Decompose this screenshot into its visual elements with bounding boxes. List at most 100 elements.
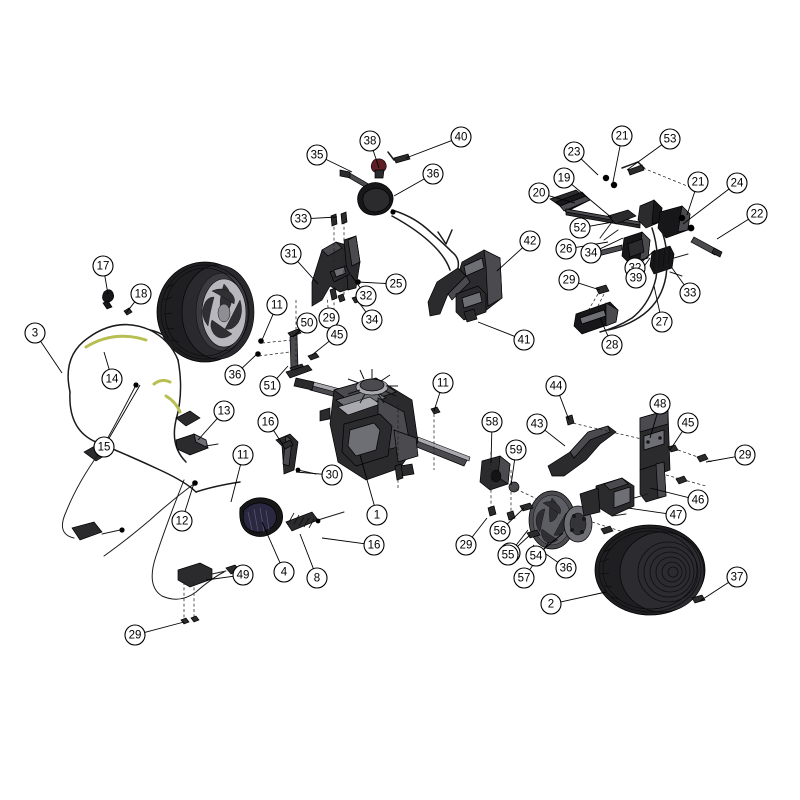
callout-circle[interactable] <box>359 130 381 152</box>
callout-circle[interactable] <box>734 444 756 466</box>
callout-36[interactable]: 36 <box>555 557 577 579</box>
callout-circle[interactable] <box>232 444 254 466</box>
callout-18[interactable]: 18 <box>130 283 152 305</box>
callout-38[interactable]: 38 <box>359 130 381 152</box>
callout-35[interactable]: 35 <box>306 144 328 166</box>
callout-34[interactable]: 34 <box>361 309 383 331</box>
callout-circle[interactable] <box>92 255 114 277</box>
callout-53[interactable]: 53 <box>659 128 681 150</box>
callout-29[interactable]: 29 <box>734 444 756 466</box>
callout-circle[interactable] <box>266 294 288 316</box>
callout-46[interactable]: 46 <box>687 489 709 511</box>
callout-36[interactable]: 36 <box>224 364 246 386</box>
callout-11[interactable]: 11 <box>432 372 454 394</box>
callout-23[interactable]: 23 <box>563 141 585 163</box>
callout-29[interactable]: 29 <box>455 534 477 556</box>
callout-11[interactable]: 11 <box>232 444 254 466</box>
callout-circle[interactable] <box>497 544 519 566</box>
callout-54[interactable]: 54 <box>525 545 547 567</box>
callout-circle[interactable] <box>545 375 567 397</box>
callout-12[interactable]: 12 <box>171 510 193 532</box>
callout-circle[interactable] <box>513 329 535 351</box>
callout-47[interactable]: 47 <box>665 504 687 526</box>
callout-48[interactable]: 48 <box>649 393 671 415</box>
callout-circle[interactable] <box>519 230 541 252</box>
callout-circle[interactable] <box>455 534 477 556</box>
callout-circle[interactable] <box>687 489 709 511</box>
callout-circle[interactable] <box>569 217 591 239</box>
callout-circle[interactable] <box>321 464 343 486</box>
callout-circle[interactable] <box>318 307 340 329</box>
callout-22[interactable]: 22 <box>746 203 768 225</box>
callout-circle[interactable] <box>555 238 577 260</box>
callout-circle[interactable] <box>649 393 671 415</box>
callout-circle[interactable] <box>422 163 444 185</box>
callout-43[interactable]: 43 <box>526 413 548 435</box>
callout-circle[interactable] <box>687 171 709 193</box>
callout-57[interactable]: 57 <box>513 567 535 589</box>
callout-circle[interactable] <box>273 561 295 583</box>
callout-circle[interactable] <box>679 282 701 304</box>
callout-circle[interactable] <box>171 510 193 532</box>
callout-circle[interactable] <box>259 375 281 397</box>
callout-4[interactable]: 4 <box>273 561 295 583</box>
callout-20[interactable]: 20 <box>528 182 550 204</box>
callout-circle[interactable] <box>306 567 328 589</box>
callout-25[interactable]: 25 <box>385 273 407 295</box>
callout-circle[interactable] <box>124 624 146 646</box>
callout-21[interactable]: 21 <box>687 171 709 193</box>
callout-circle[interactable] <box>232 564 254 586</box>
callout-39[interactable]: 39 <box>625 267 647 289</box>
callout-circle[interactable] <box>746 203 768 225</box>
callout-circle[interactable] <box>513 567 535 589</box>
callout-circle[interactable] <box>257 411 279 433</box>
callout-29[interactable]: 29 <box>124 624 146 646</box>
callout-59[interactable]: 59 <box>505 439 527 461</box>
callout-circle[interactable] <box>326 324 348 346</box>
callout-34[interactable]: 34 <box>580 242 602 264</box>
callout-circle[interactable] <box>432 372 454 394</box>
callout-17[interactable]: 17 <box>92 255 114 277</box>
callout-3[interactable]: 3 <box>24 322 46 344</box>
callout-circle[interactable] <box>580 242 602 264</box>
callout-circle[interactable] <box>505 439 527 461</box>
callout-circle[interactable] <box>659 128 681 150</box>
callout-circle[interactable] <box>290 208 312 230</box>
callout-circle[interactable] <box>525 545 547 567</box>
callout-circle[interactable] <box>224 364 246 386</box>
callout-circle[interactable] <box>366 504 388 526</box>
callout-16[interactable]: 16 <box>257 411 279 433</box>
callout-49[interactable]: 49 <box>232 564 254 586</box>
callout-55[interactable]: 55 <box>497 544 519 566</box>
callout-56[interactable]: 56 <box>489 520 511 542</box>
callout-circle[interactable] <box>306 144 328 166</box>
callout-37[interactable]: 37 <box>726 566 748 588</box>
callout-circle[interactable] <box>489 520 511 542</box>
callout-52[interactable]: 52 <box>569 217 591 239</box>
callout-circle[interactable] <box>611 125 633 147</box>
callout-32[interactable]: 32 <box>355 285 377 307</box>
callout-circle[interactable] <box>563 141 585 163</box>
callout-36[interactable]: 36 <box>422 163 444 185</box>
callout-circle[interactable] <box>665 504 687 526</box>
callout-circle[interactable] <box>528 182 550 204</box>
callout-41[interactable]: 41 <box>513 329 535 351</box>
callout-circle[interactable] <box>361 309 383 331</box>
callout-24[interactable]: 24 <box>726 172 748 194</box>
callout-15[interactable]: 15 <box>93 436 115 458</box>
callout-circle[interactable] <box>651 311 673 333</box>
callout-circle[interactable] <box>93 436 115 458</box>
callout-circle[interactable] <box>726 172 748 194</box>
callout-45[interactable]: 45 <box>326 324 348 346</box>
callout-circle[interactable] <box>526 413 548 435</box>
callout-2[interactable]: 2 <box>540 593 562 615</box>
callout-circle[interactable] <box>130 283 152 305</box>
callout-28[interactable]: 28 <box>601 334 623 356</box>
callout-circle[interactable] <box>677 412 699 434</box>
callout-40[interactable]: 40 <box>450 126 472 148</box>
callout-14[interactable]: 14 <box>101 368 123 390</box>
callout-circle[interactable] <box>558 269 580 291</box>
callout-26[interactable]: 26 <box>555 238 577 260</box>
callout-circle[interactable] <box>101 368 123 390</box>
callout-circle[interactable] <box>385 273 407 295</box>
